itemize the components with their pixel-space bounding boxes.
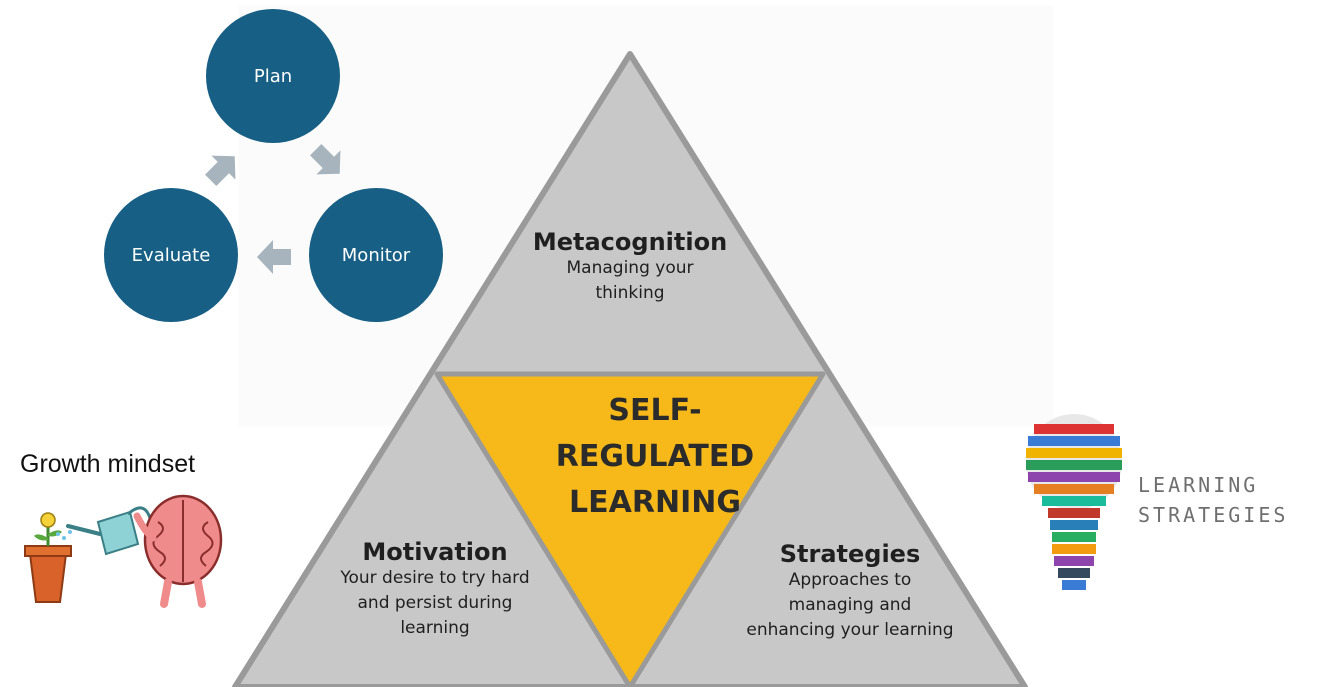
lightbulb-books-illustration (1026, 414, 1122, 590)
arrow-plan-to-monitor-icon (310, 144, 341, 175)
growth-mindset-label: Growth mindset (20, 450, 196, 478)
monitor-circle: Monitor (309, 188, 443, 322)
evaluate-circle: Evaluate (104, 188, 238, 322)
pyramid-center-triangle (434, 371, 826, 687)
strategies-section: Strategies Approaches to managing and en… (730, 540, 970, 643)
metacognition-section: Metacognition Managing your thinking (500, 228, 760, 306)
motivation-title: Motivation (362, 538, 508, 566)
arrow-evaluate-to-plan-icon (205, 155, 236, 186)
pyramid-outer-triangle (232, 51, 1028, 687)
motivation-section: Motivation Your desire to try hard and p… (315, 538, 555, 641)
srl-center-label: SELF- REGULATED LEARNING (555, 393, 755, 520)
brain-icon (133, 494, 223, 608)
strategies-title: Strategies (779, 540, 921, 568)
flower-pot-icon (24, 512, 72, 603)
plan-circle: Plan (206, 9, 340, 143)
motivation-desc: Your desire to try hard and persist duri… (340, 568, 530, 638)
lightbulb-books-icon (1026, 414, 1122, 590)
watering-can-icon (56, 506, 152, 556)
plan-label: Plan (253, 65, 293, 87)
strategies-desc: Approaches to managing and enhancing you… (746, 570, 954, 640)
metacognition-title: Metacognition (532, 228, 728, 256)
arrow-monitor-to-evaluate-icon (257, 240, 291, 274)
metacognition-desc: Managing your thinking (566, 258, 694, 303)
learning-strategies-label: LEARNING STRATEGIES (1138, 473, 1289, 527)
evaluate-label: Evaluate (131, 244, 211, 266)
growth-mindset-illustration (24, 494, 223, 608)
cycle-arrows (205, 144, 341, 274)
monitor-label: Monitor (341, 244, 411, 266)
